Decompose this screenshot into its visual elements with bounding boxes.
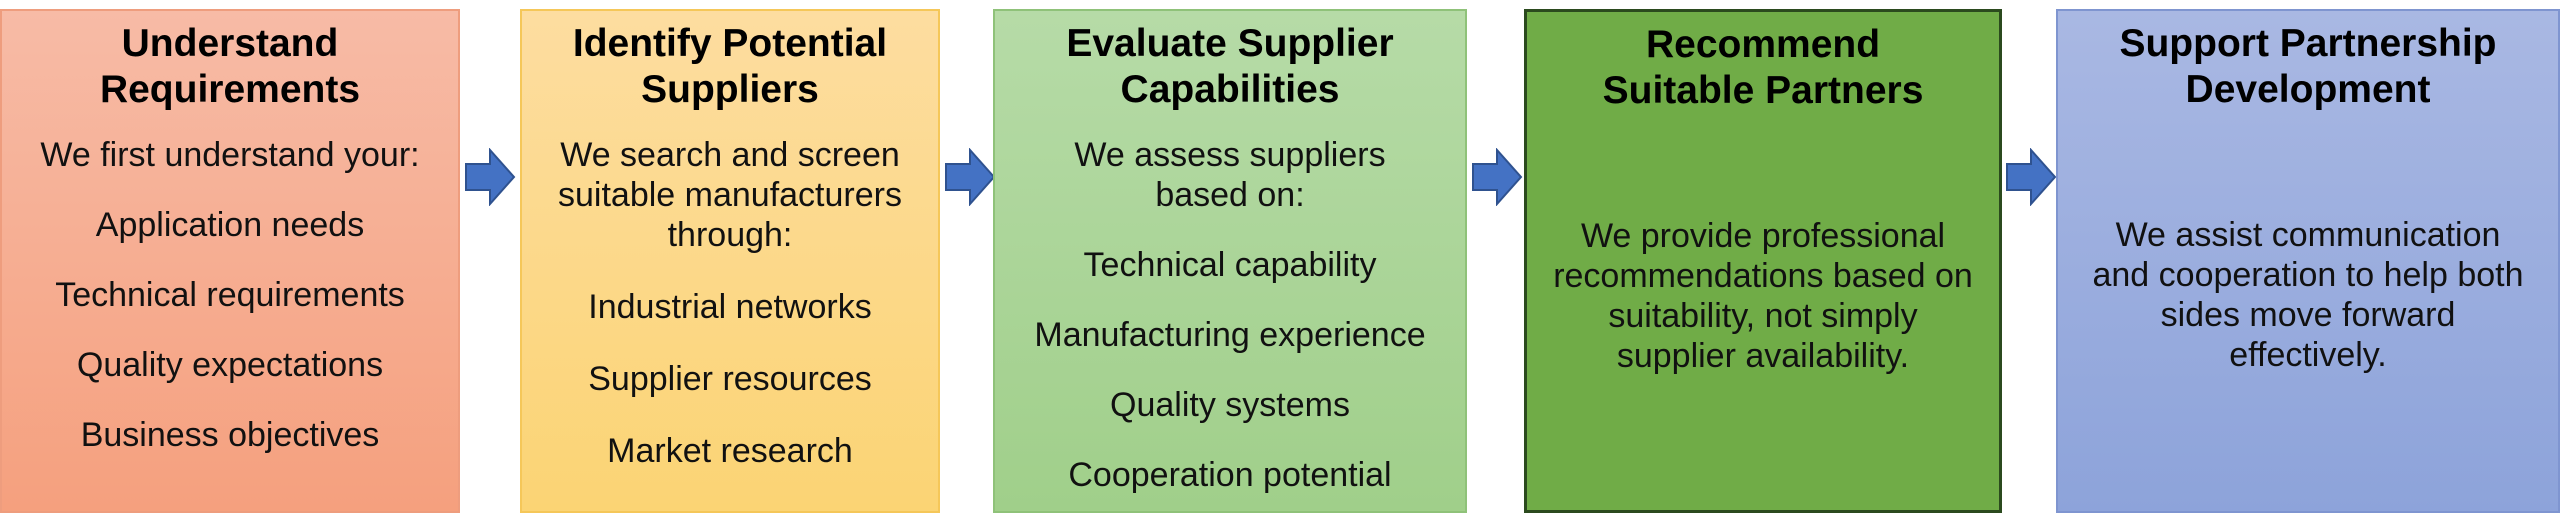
step-evaluate-capabilities: Evaluate Supplier Capabilities We assess… bbox=[993, 9, 1467, 513]
step-title: Understand Requirements bbox=[12, 21, 448, 113]
flow-arrow-icon bbox=[2006, 148, 2057, 206]
arrow-shape bbox=[2006, 148, 2057, 206]
step-paragraph: We assist communication and cooperation … bbox=[2092, 216, 2524, 374]
step-title: Evaluate Supplier Capabilities bbox=[1005, 21, 1455, 113]
step-list-item: Supplier resources bbox=[588, 360, 872, 398]
step-paragraph: We provide professional recommendations … bbox=[1553, 217, 1973, 375]
step-list-item: Business objectives bbox=[80, 416, 380, 454]
step-title-line: Development bbox=[2185, 68, 2431, 111]
step-title-line: Suppliers bbox=[641, 68, 819, 111]
step-title-line: Evaluate Supplier bbox=[1066, 22, 1394, 65]
flow-arrow-icon bbox=[1472, 148, 1523, 206]
step-list-item: Technical capability bbox=[1083, 246, 1377, 284]
step-list-item: Manufacturing experience bbox=[1034, 316, 1426, 354]
step-list-item: Quality expectations bbox=[76, 346, 384, 384]
step-intro: We first understand your: bbox=[40, 136, 420, 174]
step-list-item: Industrial networks bbox=[588, 288, 872, 326]
arrow-shape bbox=[465, 148, 516, 206]
step-list-item: Cooperation potential bbox=[1068, 456, 1392, 494]
step-support-partnership: Support Partnership Development We assis… bbox=[2056, 9, 2560, 513]
step-title-line: Capabilities bbox=[1120, 68, 1340, 111]
step-title: Support Partnership Development bbox=[2068, 21, 2548, 113]
step-list-item: Technical requirements bbox=[55, 276, 405, 314]
step-intro: We search and screen suitable manufactur… bbox=[558, 136, 902, 254]
step-recommend-partners: Recommend Suitable Partners We provide p… bbox=[1524, 9, 2002, 513]
step-title-line: Support Partnership bbox=[2119, 22, 2497, 65]
step-list-item: Application needs bbox=[95, 206, 365, 244]
flow-arrow-icon bbox=[465, 148, 516, 206]
step-title-line: Identify Potential bbox=[572, 22, 888, 65]
arrow-shape bbox=[1472, 148, 1523, 206]
step-identify-suppliers: Identify Potential Suppliers We search a… bbox=[520, 9, 940, 513]
step-title-line: Requirements bbox=[99, 68, 361, 111]
step-title: Identify Potential Suppliers bbox=[532, 21, 928, 113]
arrow-shape bbox=[945, 148, 996, 206]
step-understand-requirements: Understand Requirements We first underst… bbox=[0, 9, 460, 513]
step-intro: We assess suppliers based on: bbox=[1074, 136, 1386, 214]
flow-arrow-icon bbox=[945, 148, 996, 206]
step-title-line: Suitable Partners bbox=[1602, 69, 1924, 112]
step-list-item: Quality systems bbox=[1110, 386, 1350, 424]
step-title-line: Recommend bbox=[1645, 23, 1881, 66]
step-list-item: Market research bbox=[607, 432, 853, 470]
step-title: Recommend Suitable Partners bbox=[1537, 22, 1989, 114]
step-title-line: Understand bbox=[121, 22, 339, 65]
